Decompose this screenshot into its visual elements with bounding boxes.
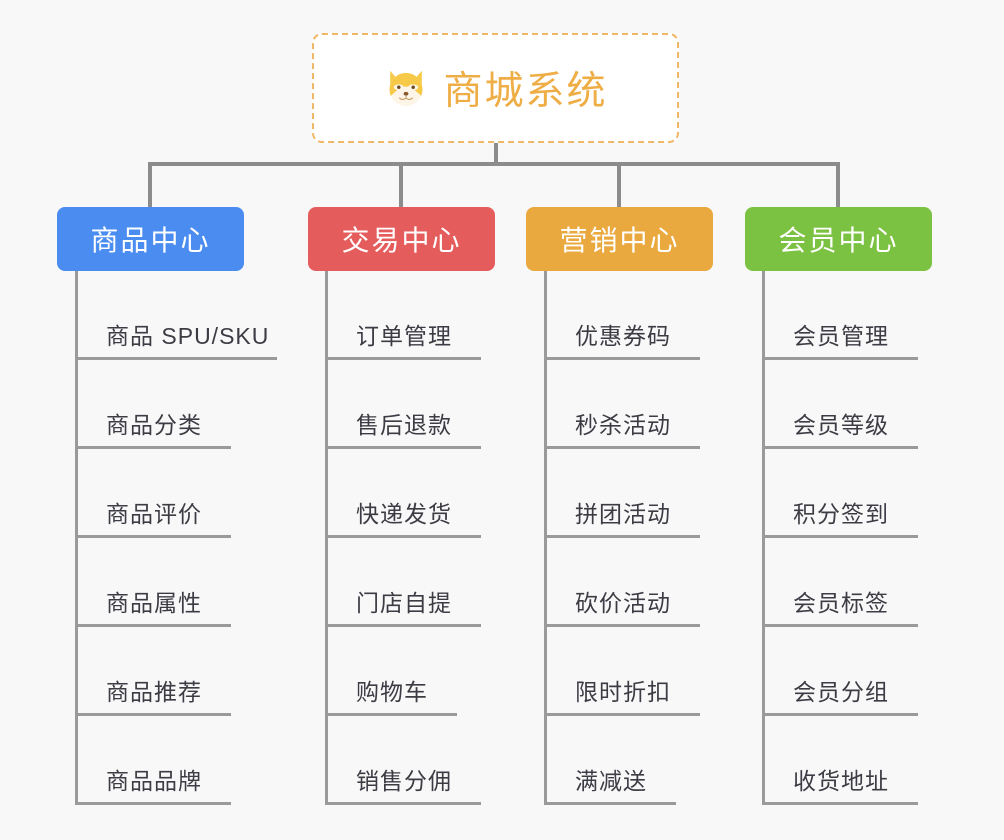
category-box-member-center[interactable]: 会员中心 [745, 207, 932, 271]
leaf-item[interactable]: 商品品牌 [75, 716, 231, 805]
leaf-item[interactable]: 售后退款 [325, 360, 481, 449]
leaf-item[interactable]: 秒杀活动 [544, 360, 700, 449]
leaf-label: 商品推荐 [106, 679, 202, 705]
leaf-item[interactable]: 订单管理 [325, 271, 481, 360]
connector-root-stem [494, 143, 498, 164]
leaf-label: 快递发货 [356, 501, 452, 527]
leaf-label: 会员分组 [793, 679, 889, 705]
leaf-item[interactable]: 会员分组 [762, 627, 918, 716]
connector-drop-product-center [148, 162, 152, 207]
leaf-item[interactable]: 门店自提 [325, 538, 481, 627]
leaf-item[interactable]: 商品属性 [75, 538, 231, 627]
category-box-product-center[interactable]: 商品中心 [57, 207, 244, 271]
leaf-label: 销售分佣 [356, 768, 452, 794]
category-label-product-center: 商品中心 [90, 225, 211, 256]
leaf-label: 商品属性 [106, 590, 202, 616]
leaf-label: 优惠券码 [575, 323, 671, 349]
leaf-item[interactable]: 收货地址 [762, 716, 918, 805]
shiba-dog-face-icon [383, 65, 429, 111]
leaf-label: 积分签到 [793, 501, 889, 527]
leaf-label: 秒杀活动 [575, 412, 671, 438]
leaf-item[interactable]: 商品 SPU/SKU [75, 271, 277, 360]
leaf-label: 满减送 [575, 768, 647, 794]
connector-drop-marketing-center [617, 162, 621, 207]
leaf-item[interactable]: 销售分佣 [325, 716, 481, 805]
leaf-label: 门店自提 [356, 590, 452, 616]
connector-drop-trade-center [399, 162, 403, 207]
connector-horizontal-bus [150, 162, 838, 166]
leaf-label: 拼团活动 [575, 501, 671, 527]
leaf-label: 限时折扣 [575, 679, 671, 705]
leaf-item[interactable]: 商品分类 [75, 360, 231, 449]
leaf-label: 砍价活动 [575, 590, 671, 616]
connector-drop-member-center [836, 162, 840, 207]
leaf-label: 售后退款 [356, 412, 452, 438]
leaf-item[interactable]: 限时折扣 [544, 627, 700, 716]
leaf-item[interactable]: 会员标签 [762, 538, 918, 627]
leaf-label: 商品分类 [106, 412, 202, 438]
leaf-label: 商品品牌 [106, 768, 202, 794]
leaf-label: 订单管理 [356, 323, 452, 349]
category-label-trade-center: 交易中心 [341, 225, 462, 256]
leaf-item[interactable]: 满减送 [544, 716, 676, 805]
leaf-item[interactable]: 商品评价 [75, 449, 231, 538]
leaf-item[interactable]: 砍价活动 [544, 538, 700, 627]
leaf-label: 会员等级 [793, 412, 889, 438]
leaf-label: 收货地址 [793, 768, 889, 794]
leaf-label: 购物车 [356, 679, 428, 705]
leaf-item[interactable]: 会员等级 [762, 360, 918, 449]
root-node[interactable]: 商城系统 [312, 33, 679, 143]
leaf-item[interactable]: 积分签到 [762, 449, 918, 538]
leaf-label: 商品评价 [106, 501, 202, 527]
category-box-marketing-center[interactable]: 营销中心 [526, 207, 713, 271]
category-label-marketing-center: 营销中心 [559, 225, 680, 256]
leaf-item[interactable]: 会员管理 [762, 271, 918, 360]
leaf-item[interactable]: 拼团活动 [544, 449, 700, 538]
leaf-label: 商品 SPU/SKU [106, 323, 270, 349]
root-title: 商城系统 [443, 70, 608, 113]
leaf-item[interactable]: 购物车 [325, 627, 457, 716]
leaf-item[interactable]: 优惠券码 [544, 271, 700, 360]
leaf-label: 会员标签 [793, 590, 889, 616]
leaf-item[interactable]: 快递发货 [325, 449, 481, 538]
category-box-trade-center[interactable]: 交易中心 [308, 207, 495, 271]
leaf-item[interactable]: 商品推荐 [75, 627, 231, 716]
category-label-member-center: 会员中心 [778, 225, 899, 256]
leaf-label: 会员管理 [793, 323, 889, 349]
